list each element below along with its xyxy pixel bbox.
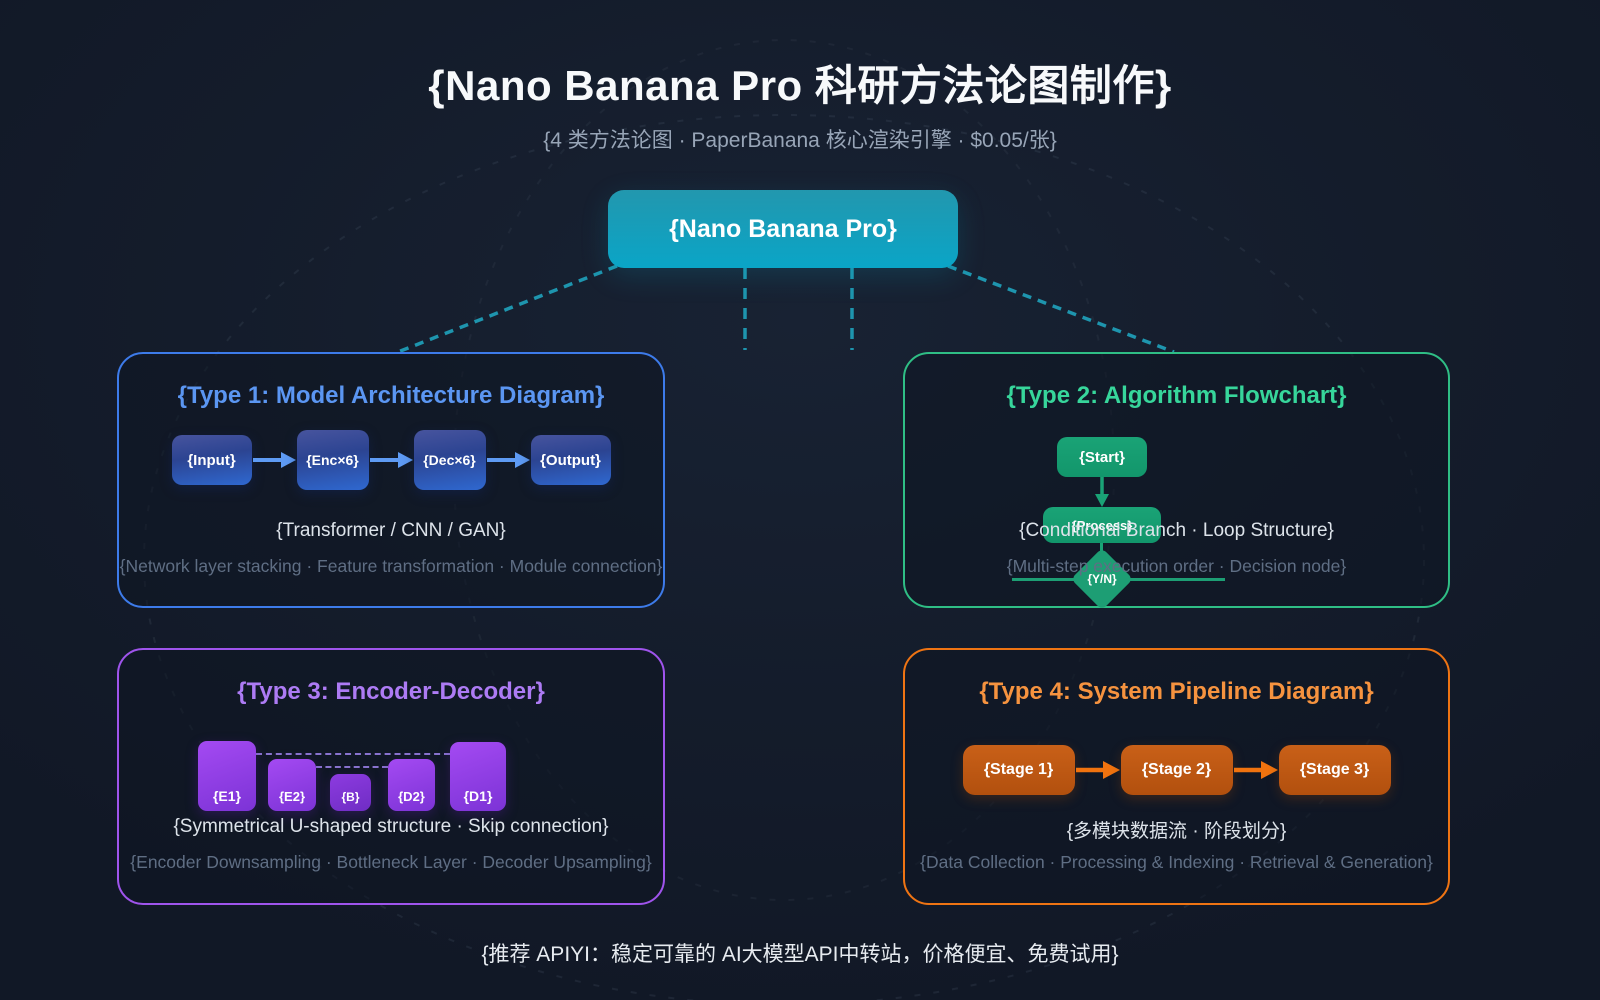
page-subtitle: {4 类方法论图 · PaperBanana 核心渲染引擎 · $0.05/张}	[543, 129, 1057, 152]
page-title: {Nano Banana Pro 科研方法论图制作}	[428, 62, 1172, 109]
type1-flow-row: {Input} {Enc×6} {Dec×6} {Output}	[119, 430, 663, 490]
arrow-right-icon	[486, 452, 530, 468]
block-e2: {E2}	[268, 759, 316, 811]
type3-subcaption: {Encoder Downsampling · Bottleneck Layer…	[130, 852, 652, 872]
type3-title: {Type 3: Encoder-Decoder}	[237, 678, 545, 705]
skip-connection-line-inner	[316, 766, 388, 768]
node-stage1: {Stage 1}	[962, 745, 1075, 795]
process-to-decision-line	[1100, 540, 1103, 552]
node-process: {Process}	[1043, 507, 1161, 543]
type1-title: {Type 1: Model Architecture Diagram}	[177, 382, 605, 409]
block-d1: {D1}	[450, 742, 506, 811]
type4-subcaption: {Data Collection · Processing & Indexing…	[920, 852, 1433, 872]
skip-connection-line-outer	[256, 753, 450, 755]
type2-subcaption: {Multi-step execution order · Decision n…	[1006, 556, 1347, 576]
node-start: {Start}	[1057, 437, 1147, 477]
root-node: {Nano Banana Pro}	[608, 190, 958, 268]
type4-title: {Type 4: System Pipeline Diagram}	[979, 678, 1374, 705]
node-stage2: {Stage 2}	[1120, 745, 1233, 795]
connector-root-to-type1	[397, 264, 618, 354]
type2-caption: {Conditional Branch · Loop Structure}	[1019, 520, 1334, 541]
node-output: {Output}	[530, 435, 611, 485]
node-input: {Input}	[171, 435, 252, 485]
block-bottleneck: {B}	[330, 774, 371, 811]
footer-note: {推荐 APIYI：稳定可靠的 AI大模型API中转站，价格便宜、免费试用}	[481, 943, 1119, 966]
connector-root-to-type2	[947, 264, 1175, 354]
arrow-right-icon	[1075, 761, 1120, 779]
node-decoder: {Dec×6}	[413, 430, 486, 490]
block-d2: {D2}	[388, 759, 435, 811]
decision-label: {Y/N}	[1087, 572, 1117, 586]
block-e1: {E1}	[198, 741, 256, 811]
arrow-right-icon	[1233, 761, 1278, 779]
arrow-right-icon	[252, 452, 296, 468]
root-node-label: {Nano Banana Pro}	[669, 214, 897, 243]
type4-stage-row: {Stage 1} {Stage 2} {Stage 3}	[905, 744, 1448, 796]
type1-card: {Type 1: Model Architecture Diagram} {In…	[117, 352, 665, 608]
node-stage3: {Stage 3}	[1278, 745, 1391, 795]
type3-card: {Type 3: Encoder-Decoder} {E1} {E2} {B} …	[117, 648, 665, 905]
arrow-right-icon	[369, 452, 413, 468]
type4-card: {Type 4: System Pipeline Diagram} {Stage…	[903, 648, 1450, 905]
type1-caption: {Transformer / CNN / GAN}	[276, 520, 506, 541]
type4-caption: {多模块数据流 · 阶段划分}	[1066, 821, 1287, 842]
node-encoder: {Enc×6}	[296, 430, 369, 490]
type2-card: {Type 2: Algorithm Flowchart} {Start} {P…	[903, 352, 1450, 611]
arrow-down-icon	[1095, 477, 1109, 507]
type1-subcaption: {Network layer stacking · Feature transf…	[119, 556, 663, 576]
type3-caption: {Symmetrical U-shaped structure · Skip c…	[173, 816, 609, 837]
type2-title: {Type 2: Algorithm Flowchart}	[1006, 382, 1347, 409]
